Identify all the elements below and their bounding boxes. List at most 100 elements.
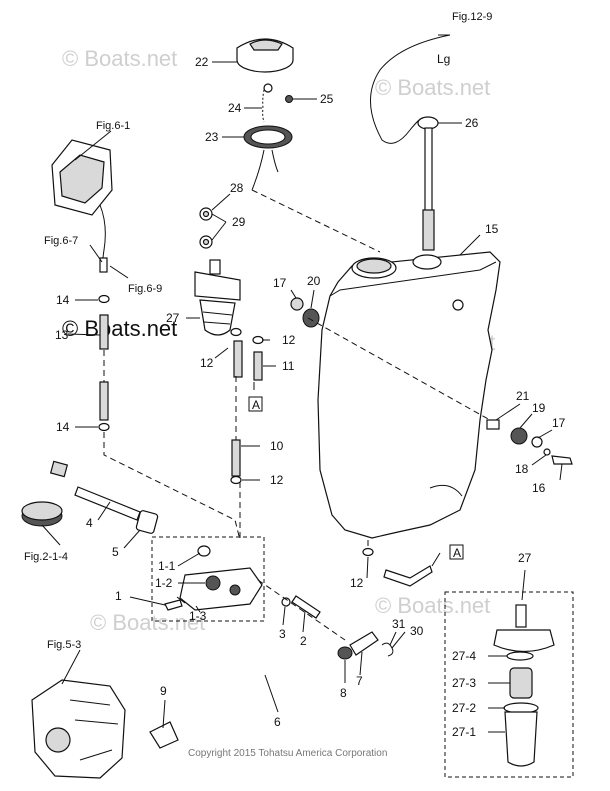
- tether: [251, 149, 279, 191]
- watermark: © Boats.net: [90, 610, 205, 635]
- washer: [531, 436, 543, 448]
- callout-27: 27: [518, 551, 532, 565]
- callout-22: 22: [195, 55, 209, 69]
- copyright-text: Copyright 2015 Tohatsu America Corporati…: [188, 748, 387, 759]
- fuel-tank: [317, 251, 501, 539]
- callout-1-1: 1-1: [158, 559, 176, 573]
- callout-12: 12: [350, 576, 364, 590]
- callout-28: 28: [230, 181, 244, 195]
- fuel-pump-box: [151, 536, 265, 622]
- callout-18: 18: [515, 462, 529, 476]
- watermark-dark: © Boats.net: [62, 316, 177, 341]
- hose-routes: [103, 189, 491, 641]
- callout-27-1: 27-1: [452, 725, 476, 739]
- callout-lg: Lg: [437, 52, 450, 66]
- callout-13: 13: [55, 328, 69, 342]
- hose-segments: [98, 294, 374, 557]
- fuel-gauge: [370, 34, 451, 251]
- leader-lines: [41, 34, 563, 733]
- callout-30: 30: [410, 624, 424, 638]
- callout-11: 11: [282, 359, 295, 373]
- ref-fig12-9: Fig.12-9: [452, 11, 492, 23]
- watermark: © Boats.net: [375, 75, 490, 100]
- fuel-cap: [236, 38, 294, 73]
- chain-ring: [263, 83, 273, 93]
- callout-1-2: 1-2: [155, 576, 173, 590]
- fuel-pipe: [169, 659, 331, 749]
- rubber-mount: [510, 427, 528, 445]
- callout-27: 27: [166, 311, 180, 325]
- watermark: © Boats.net: [375, 593, 490, 618]
- gasket-hole: [250, 129, 286, 145]
- bolt: [551, 455, 573, 465]
- callout-16: 16: [532, 481, 546, 495]
- callout-19: 19: [532, 401, 546, 415]
- callout-12: 12: [270, 473, 284, 487]
- callout-31: 31: [392, 617, 406, 631]
- callout-5: 5: [112, 545, 119, 559]
- ref-fig5-3: Fig.5-3: [47, 639, 81, 651]
- reference-mark-a: [248, 396, 263, 412]
- grommet: [290, 297, 304, 311]
- callout-23: 23: [205, 130, 219, 144]
- drive-shaft: [21, 460, 159, 534]
- callout-27-4: 27-4: [452, 649, 476, 663]
- pin: [291, 595, 321, 619]
- collar: [486, 419, 500, 430]
- carburetor: [31, 679, 126, 779]
- washer-hole: [202, 210, 210, 218]
- callout-3: 3: [279, 627, 286, 641]
- callout-20: 20: [307, 274, 321, 288]
- callout-15: 15: [485, 222, 499, 236]
- callout-9: 9: [160, 684, 167, 698]
- grommet: [302, 308, 320, 328]
- ref-fig2-1-4: Fig.2-1-4: [24, 551, 68, 563]
- clip: [381, 642, 394, 657]
- callouts: 22 25 24 23 26 28 29 15 17 20 27 12 12 1…: [55, 52, 566, 739]
- reference-mark-a-text: A: [453, 546, 461, 560]
- washer: [543, 448, 551, 456]
- callout-12: 12: [200, 356, 214, 370]
- callout-29: 29: [232, 215, 246, 229]
- callout-21: 21: [516, 389, 530, 403]
- ref-fig6-7: Fig.6-7: [44, 235, 78, 247]
- connector: [349, 631, 379, 656]
- grommet: [337, 646, 353, 660]
- callout-12: 12: [282, 333, 296, 347]
- watermark: © Boats.net: [62, 46, 177, 71]
- filter-detail-box: [444, 591, 574, 778]
- callout-2: 2: [300, 634, 307, 648]
- fuel-pump: [164, 545, 263, 611]
- callout-14: 14: [56, 293, 70, 307]
- callout-17: 17: [552, 416, 566, 430]
- washer: [281, 597, 291, 607]
- drain-hose: [383, 565, 433, 587]
- callout-7: 7: [356, 674, 363, 688]
- callout-10: 10: [270, 439, 284, 453]
- reference-mark-a-text: A: [252, 398, 260, 412]
- filter-housing: [51, 139, 113, 273]
- watermarks: © Boats.net © Boats.net © Boats.net © Bo…: [62, 46, 495, 635]
- callout-17: 17: [273, 276, 287, 290]
- screw: [285, 95, 293, 103]
- chain: [262, 85, 266, 123]
- callout-8: 8: [340, 686, 347, 700]
- callout-26: 26: [465, 116, 479, 130]
- reference-mark-a: [449, 544, 464, 560]
- washer-hole: [202, 238, 210, 246]
- fuel-filter: [194, 259, 241, 336]
- ref-fig6-1: Fig.6-1: [96, 120, 130, 132]
- callout-4: 4: [86, 516, 93, 530]
- figure-references: Fig.12-9 Fig.6-1 Fig.6-7 Fig.6-9 Fig.2-1…: [24, 11, 492, 651]
- callout-14: 14: [56, 420, 70, 434]
- callout-6: 6: [274, 715, 281, 729]
- fuel-pipe-inner: [168, 657, 331, 750]
- callout-1-3: 1-3: [189, 609, 207, 623]
- callout-1: 1: [115, 589, 122, 603]
- ref-fig6-9: Fig.6-9: [128, 283, 162, 295]
- callout-25: 25: [320, 92, 334, 106]
- callout-27-2: 27-2: [452, 701, 476, 715]
- callout-24: 24: [228, 101, 242, 115]
- filter-detail: [493, 604, 555, 767]
